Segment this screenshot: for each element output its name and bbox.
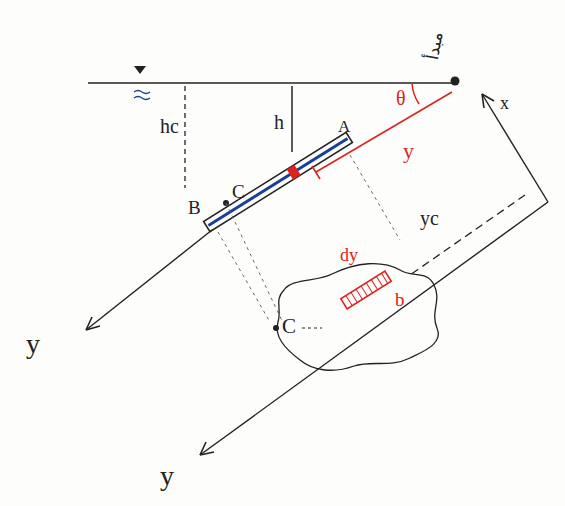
free-surface — [88, 82, 455, 84]
symbol-label: y — [403, 140, 414, 162]
symbol-label: θ — [396, 88, 406, 108]
h-line — [291, 86, 293, 152]
arrowhead — [482, 94, 494, 108]
plate — [204, 132, 353, 231]
area-blob: dy bC — [262, 240, 447, 380]
area-label: dy — [340, 246, 358, 264]
area-label: C — [282, 316, 296, 337]
arrowhead — [86, 317, 100, 330]
y-axis-upper — [86, 230, 212, 330]
y-tick — [312, 166, 320, 179]
projection-line — [226, 203, 285, 327]
symbol-label: B — [188, 198, 201, 217]
arrowhead — [200, 442, 214, 455]
symbol-label: C — [232, 182, 245, 201]
symbol-label: A — [338, 118, 350, 135]
projection-line — [218, 232, 270, 322]
y-measure — [316, 92, 452, 172]
yc-measure — [410, 195, 525, 275]
y-axis-lower — [200, 202, 548, 455]
projection-line — [350, 155, 400, 240]
hc-line — [184, 86, 185, 188]
origin-label: مبدأ — [424, 31, 446, 61]
surface-symbol — [134, 66, 146, 74]
symbol-label: y — [160, 462, 174, 490]
symbol-label: hc — [160, 116, 179, 136]
origin-dot — [451, 77, 460, 86]
symbol-label: h — [274, 112, 284, 132]
x-axis — [482, 94, 548, 202]
theta-arc — [412, 83, 419, 104]
area-label: b — [395, 290, 405, 309]
symbol-label: y — [26, 330, 40, 358]
surface-ripple — [134, 91, 150, 100]
symbol-label: yc — [420, 208, 439, 228]
symbol-label: x — [500, 94, 509, 112]
